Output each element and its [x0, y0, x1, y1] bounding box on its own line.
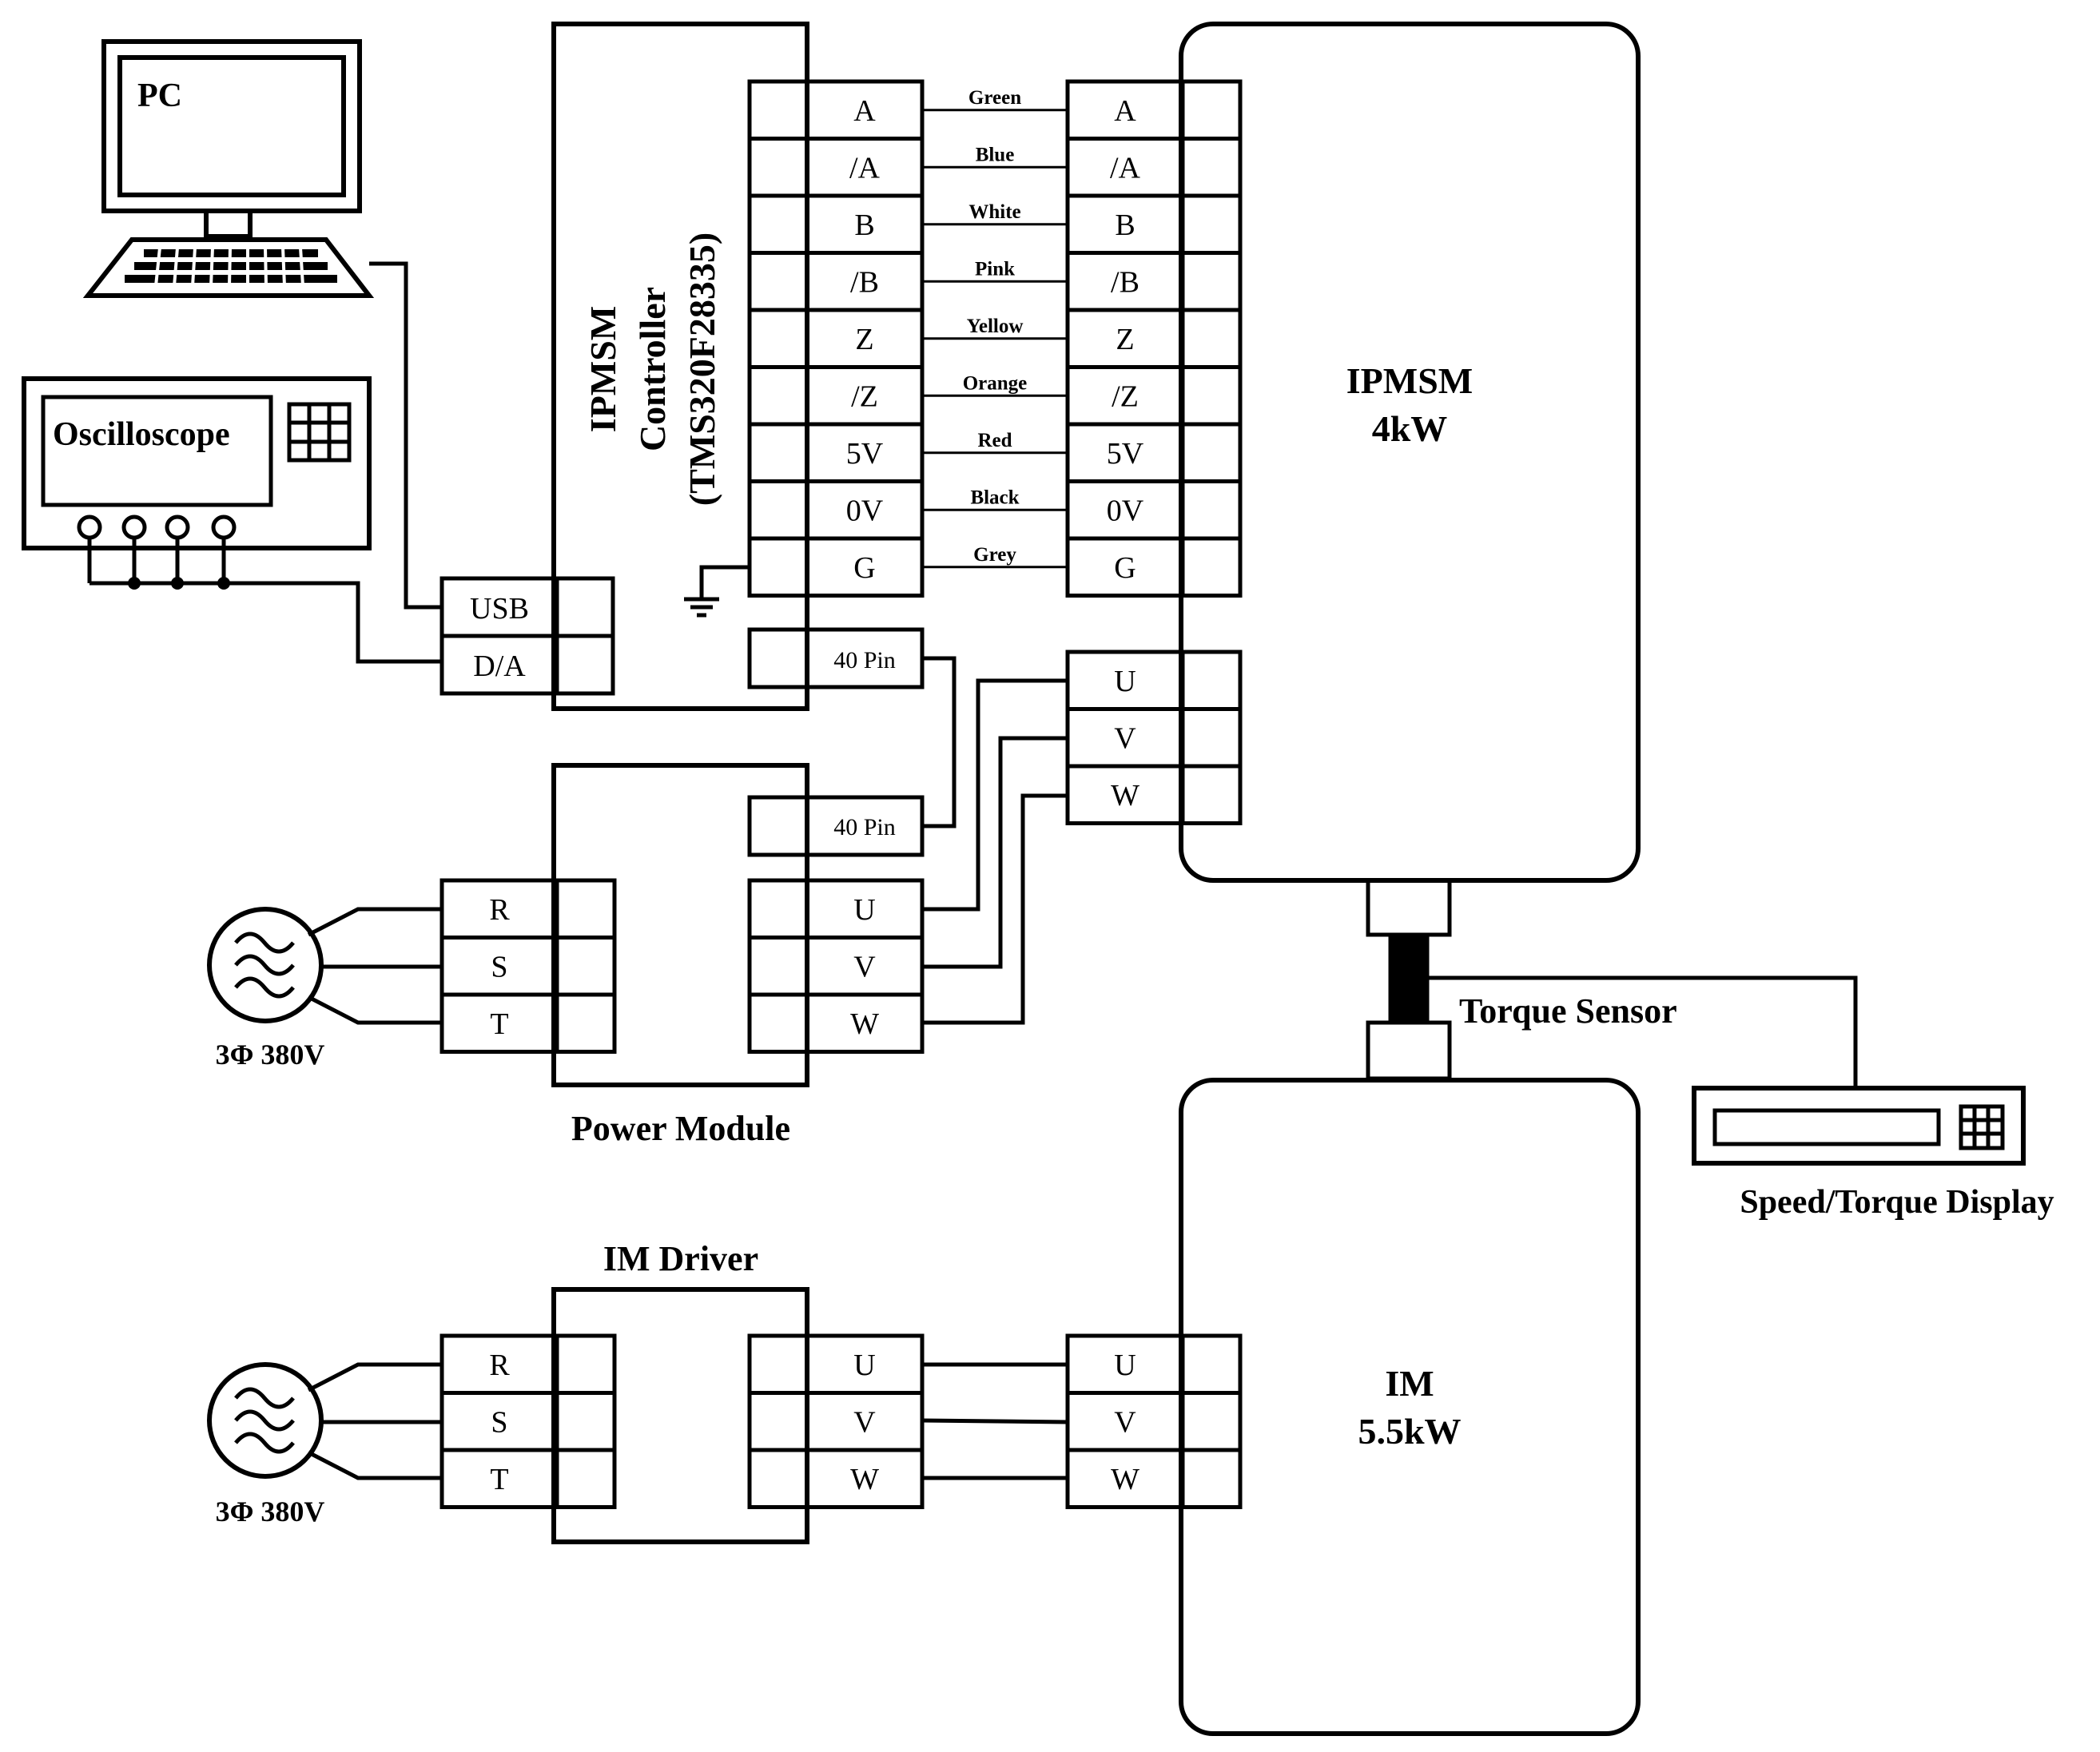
interface-terminal: USB D/A [439, 576, 615, 696]
ipmsm-encoder-terminal: A/A B/B Z/Z 5V 0V G [1065, 79, 1243, 598]
oscilloscope-icon: Oscilloscope [22, 376, 372, 550]
im-driver-box [551, 1287, 809, 1544]
im-phase-w-cell: W [1111, 1463, 1139, 1496]
controller-encoder-z-cell: /Z [851, 380, 878, 414]
controller-encoder-5v-cell: 5V [846, 437, 884, 471]
pc-label: PC [137, 77, 182, 114]
pc-usb-cable [369, 261, 442, 610]
controller-40pin-label: 40 Pin [833, 647, 896, 673]
controller-40pin-connector: 40 Pin [747, 627, 925, 689]
ipmsm-encoder-a-cell: A [1114, 94, 1136, 128]
ipmsm-phase-v-cell: V [1114, 722, 1136, 756]
power-module-output-u-cell: U [853, 893, 875, 927]
im-driver-input-r-cell: R [489, 1349, 510, 1382]
im-driver-output-u-cell: U [853, 1349, 875, 1382]
ipmsm-encoder-5v-cell: 5V [1107, 437, 1144, 471]
probe-wires [87, 538, 442, 664]
im-driver-output-w-cell: W [850, 1463, 879, 1496]
ac-supply-2-icon [207, 1362, 442, 1480]
oscilloscope-label: Oscilloscope [53, 416, 230, 453]
ipmsm-encoder-b-cell: B [1115, 209, 1135, 242]
controller-title-line2: Controller [632, 287, 673, 451]
ipmsm-encoder-z-cell: Z [1116, 323, 1134, 356]
im-phase-v-cell: V [1114, 1406, 1136, 1440]
controller-encoder-z-cell: Z [855, 323, 873, 356]
ipmsm-power: 4kW [1372, 408, 1448, 449]
torque-sensor-cable [1427, 975, 1858, 1088]
wire-color-label: White [968, 201, 1020, 223]
supply-1-label: 3Φ 380V [216, 1039, 325, 1071]
oscilloscope-keypad-icon [287, 402, 352, 463]
ac-supply-1-icon [207, 907, 442, 1025]
ipmsm-encoder-a-cell: /A [1110, 152, 1141, 185]
wire-color-label: Pink [975, 258, 1015, 280]
display-label: Speed/Torque Display [1740, 1184, 2054, 1221]
supply-2-label: 3Φ 380V [216, 1496, 325, 1528]
controller-title-line1: IPMSM [583, 306, 623, 432]
power-module-output-terminal: UVW [747, 878, 925, 1054]
ipmsm-encoder-0v-cell: 0V [1107, 495, 1144, 528]
controller-encoder-g-cell: G [853, 551, 875, 585]
im-driver-input-terminal: RST [439, 1333, 617, 1509]
wire-color-label: Orange [963, 372, 1028, 394]
ipmsm-name: IPMSM [1346, 360, 1473, 401]
wire-color-label: Blue [976, 144, 1015, 165]
im-driver-output-v-cell: V [853, 1406, 876, 1440]
power-module-40pin-label: 40 Pin [833, 814, 896, 840]
im-driver-input-t-cell: T [490, 1463, 508, 1496]
ipmsm-phase-wires [922, 678, 1068, 1025]
ground-icon [684, 565, 750, 618]
power-module-label: Power Module [571, 1109, 790, 1148]
da-port-label: D/A [473, 650, 526, 683]
controller-encoder-a-cell: /A [849, 152, 881, 185]
ipmsm-motor-box [1179, 22, 1641, 883]
pc-computer-icon: PC [82, 39, 375, 298]
im-phase-u-cell: U [1114, 1349, 1136, 1382]
im-driver-label: IM Driver [603, 1239, 758, 1278]
im-power: 5.5kW [1358, 1411, 1461, 1452]
encoder-wires: GreenBlueWhitePinkYellowOrangeRedBlackGr… [922, 87, 1068, 569]
power-module-output-w-cell: W [850, 1007, 879, 1041]
ribbon-cable [922, 656, 957, 828]
power-module-40pin-connector: 40 Pin [747, 795, 925, 857]
wire-color-label: Black [970, 487, 1019, 508]
speed-torque-display-icon [1692, 1086, 2026, 1166]
controller-encoder-b-cell: /B [850, 266, 879, 300]
wire-color-label: Green [968, 87, 1021, 109]
controller-encoder-terminal: A/A B/B Z/Z 5V 0V G [747, 79, 925, 598]
display-keypad-icon [1959, 1104, 2005, 1150]
ipmsm-encoder-b-cell: /B [1111, 266, 1139, 300]
controller-encoder-a-cell: A [853, 94, 876, 128]
im-motor-box [1179, 1078, 1641, 1736]
torque-sensor-label: Torque Sensor [1459, 991, 1677, 1031]
power-module-input-t-cell: T [490, 1007, 508, 1041]
wire-color-label: Yellow [967, 316, 1024, 337]
power-module-input-terminal: RST [439, 878, 617, 1054]
ipmsm-encoder-g-cell: G [1114, 551, 1136, 585]
ipmsm-encoder-z-cell: /Z [1112, 380, 1139, 414]
ipmsm-phase-terminal: UVW [1065, 650, 1243, 825]
im-driver-output-terminal: UVW [747, 1333, 925, 1509]
im-phase-wires [921, 1362, 1068, 1480]
wire-color-label: Grey [973, 544, 1016, 566]
controller-title-line3: (TMS320F28335) [682, 232, 722, 506]
usb-port-label: USB [470, 592, 529, 626]
controller-encoder-0v-cell: 0V [846, 495, 884, 528]
ipmsm-phase-w-cell: W [1111, 779, 1139, 812]
controller-encoder-b-cell: B [854, 209, 874, 242]
im-name: IM [1385, 1363, 1434, 1404]
power-module-output-v-cell: V [853, 951, 876, 984]
controller-title: IPMSM Controller (TMS320F28335) [583, 232, 722, 506]
power-module-input-r-cell: R [489, 893, 510, 927]
ipmsm-phase-u-cell: U [1114, 665, 1136, 698]
im-phase-terminal: UVW [1065, 1333, 1243, 1509]
power-module-box [551, 763, 809, 1087]
im-driver-input-s-cell: S [491, 1406, 507, 1440]
power-module-input-s-cell: S [491, 951, 507, 984]
wire-color-label: Red [977, 430, 1012, 451]
